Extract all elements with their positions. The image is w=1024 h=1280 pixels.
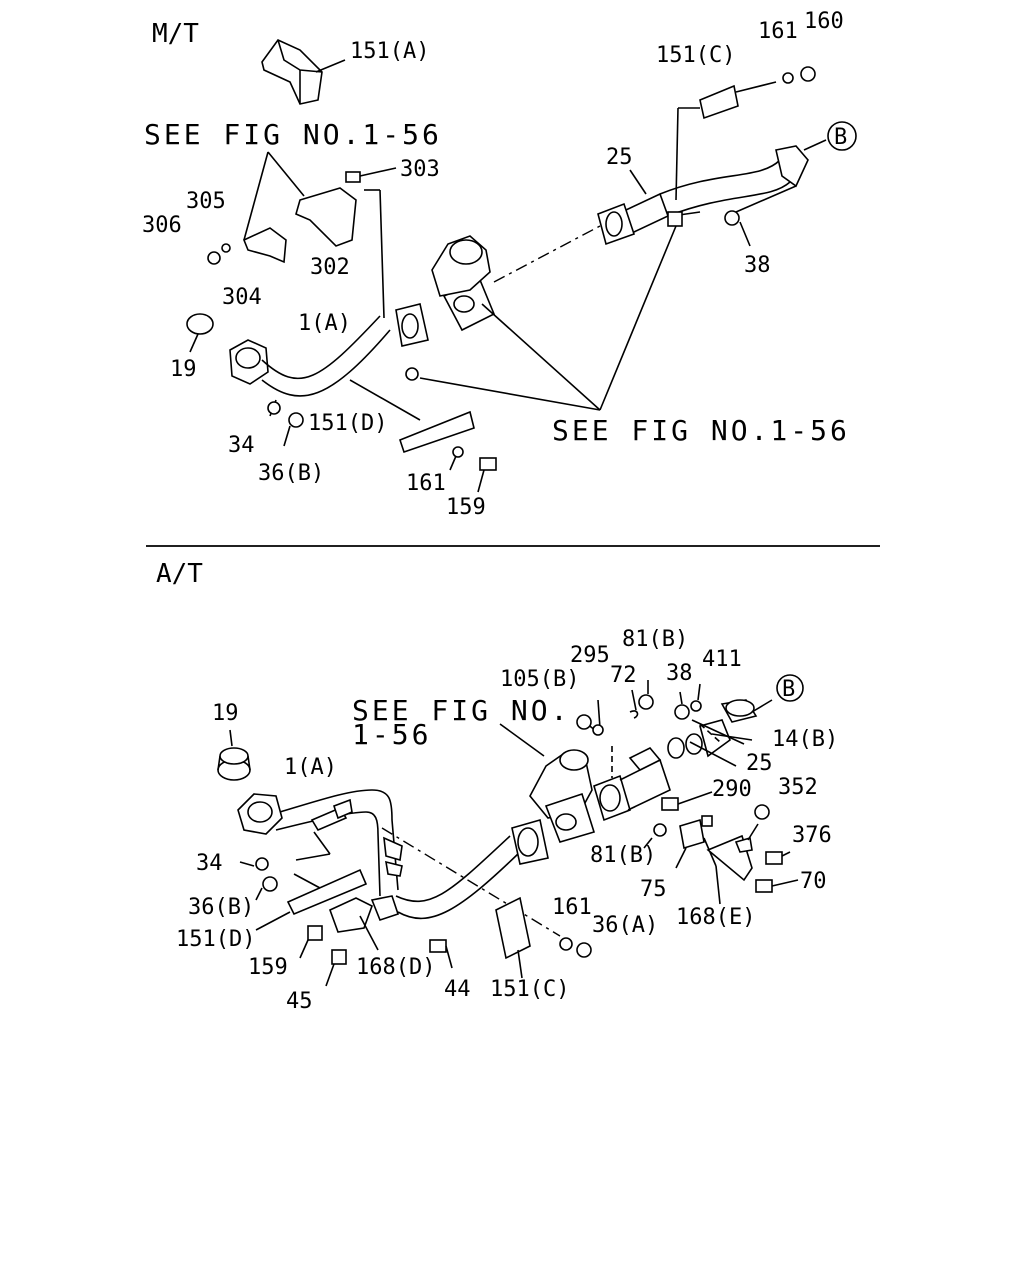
at-callout-36a: 36(A) [592,913,658,938]
at-callout-75: 75 [640,877,667,902]
mt-callout-161-lower: 161 [406,471,446,496]
at-callout-19: 19 [212,701,239,726]
at-callout-411: 411 [702,647,742,672]
mt-callout-161: 161 [758,19,798,44]
mt-callout-36b: 36(B) [258,461,324,486]
at-callout-14b: 14(B) [772,727,838,752]
middle-pipe-at-drawing [395,818,549,920]
at-callout-290: 290 [712,777,752,802]
section-label-mt: M/T [152,19,199,49]
at-callout-376: 376 [792,823,832,848]
connector-mark-at-label: B [782,677,795,702]
at-callout-45: 45 [286,989,313,1014]
bracket-151c-at-drawing [495,896,531,960]
at-callout-168e: 168(E) [676,905,755,930]
mt-callout-1a: 1(A) [298,311,351,336]
at-callout-151c: 151(C) [490,977,569,1002]
mt-callout-38: 38 [744,253,771,278]
front-pipe-drawing [229,303,429,397]
bracket-151c-drawing [699,84,739,120]
at-callout-34: 34 [196,851,223,876]
at-callout-168d: 168(D) [356,955,435,980]
at-callout-81b-bottom: 81(B) [590,843,656,868]
bracket-151d-drawing [399,410,475,454]
at-callout-36b: 36(B) [188,895,254,920]
converter-at-drawing [529,749,596,843]
at-callout-161: 161 [552,895,592,920]
gasket-19-drawing [186,313,214,335]
gasket-19-at-drawing [217,747,251,781]
at-callout-38: 38 [666,661,693,686]
mt-callout-306: 306 [142,213,182,238]
at-callout-295: 295 [570,643,610,668]
at-callout-25: 25 [746,751,773,776]
front-pipe-at-drawing [237,789,400,921]
bracket-151d-at-drawing [286,868,368,916]
at-callout-1a: 1(A) [284,755,337,780]
at-callout-81b-top: 81(B) [622,627,688,652]
at-callout-44: 44 [444,977,471,1002]
at-callout-151d: 151(D) [176,927,255,952]
mt-see-fig-note-top: SEE FIG NO.1-56 [144,118,442,151]
bracket-75-drawing [679,818,705,850]
at-see-fig-note-line2: 1-56 [352,718,431,751]
mt-callout-151a: 151(A) [350,39,429,64]
mt-callout-160: 160 [804,9,844,34]
bracket-168d-drawing [328,897,373,933]
mt-callout-159: 159 [446,495,486,520]
mt-callout-303: 303 [400,157,440,182]
mt-callout-151d: 151(D) [308,411,387,436]
converter-drawing [431,235,496,332]
connector-mark-mt [827,121,857,151]
section-label-at: A/T [156,559,203,589]
at-callout-70: 70 [800,869,827,894]
at-callout-352: 352 [778,775,818,800]
bracket-302-drawing [207,167,397,265]
mt-callout-302: 302 [310,255,350,280]
connector-mark-at [776,674,804,702]
at-callout-159: 159 [248,955,288,980]
at-callout-105b: 105(B) [500,667,579,692]
mt-see-fig-note-bottom: SEE FIG NO.1-56 [552,414,850,447]
mt-callout-151c: 151(C) [656,43,735,68]
mt-callout-19: 19 [170,357,197,382]
bracket-151a-drawing [261,39,323,105]
center-pipe-drawing [597,145,809,246]
at-see-fig-note-line1: SEE FIG NO. [352,694,570,727]
mt-callout-304: 304 [222,285,262,310]
connector-mark-mt-label: B [834,125,847,150]
rear-flange-at-drawing [593,719,731,822]
mt-callout-25: 25 [606,145,633,170]
mt-callout-34: 34 [228,433,255,458]
mt-callout-305: 305 [186,189,226,214]
at-callout-72: 72 [610,663,637,688]
